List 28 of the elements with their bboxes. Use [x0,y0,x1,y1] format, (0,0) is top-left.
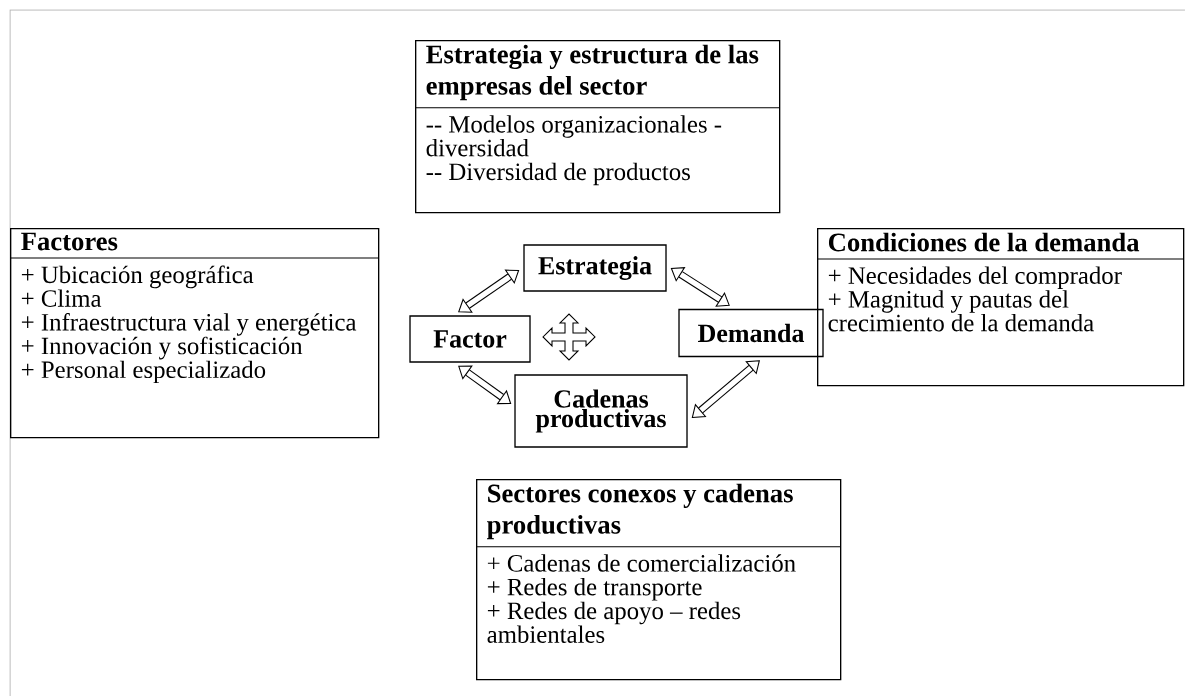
heading: Estrategia y estructura de las empresas del sector [426,44,759,101]
list-item: + Infraestructura vial y energética [21,312,357,336]
label-box: Estrategia [523,244,667,292]
heading: Condiciones de la demanda [828,232,1140,252]
double-arrow [458,365,512,405]
list-item: + Redes de transporte [487,578,702,601]
list-item: -- Modelos organizacionales - diversidad [426,115,722,157]
list-item: + Innovación y sofisticación [21,336,303,360]
info-box [415,40,781,214]
list-item: + Necesidades del comprador [828,266,1122,289]
list-item: -- Diversidad de productos [426,162,690,186]
info-box [476,479,842,681]
label-box: Factor [409,315,531,363]
double-arrow [670,267,730,307]
heading: Factores [21,232,118,251]
list-item: + Personal especializado [21,360,266,384]
list-item: + Clima [21,289,102,307]
double-arrow [458,269,520,313]
label-box: Demanda [678,308,824,358]
list-item: + Redes de apoyo – redes ambientales [487,601,741,643]
info-box [817,228,1185,387]
list-item: + Cadenas de comercialización [487,554,796,572]
double-arrow [691,360,760,418]
heading: Sectores conexos y cadenas productivas [487,483,793,540]
list-item: + Magnitud y pautas del crecimiento de la demanda [828,290,1094,332]
info-box [10,228,380,439]
list-item: + Ubicación geográfica [21,265,254,289]
label-box: Cadenas productivas [514,374,688,448]
